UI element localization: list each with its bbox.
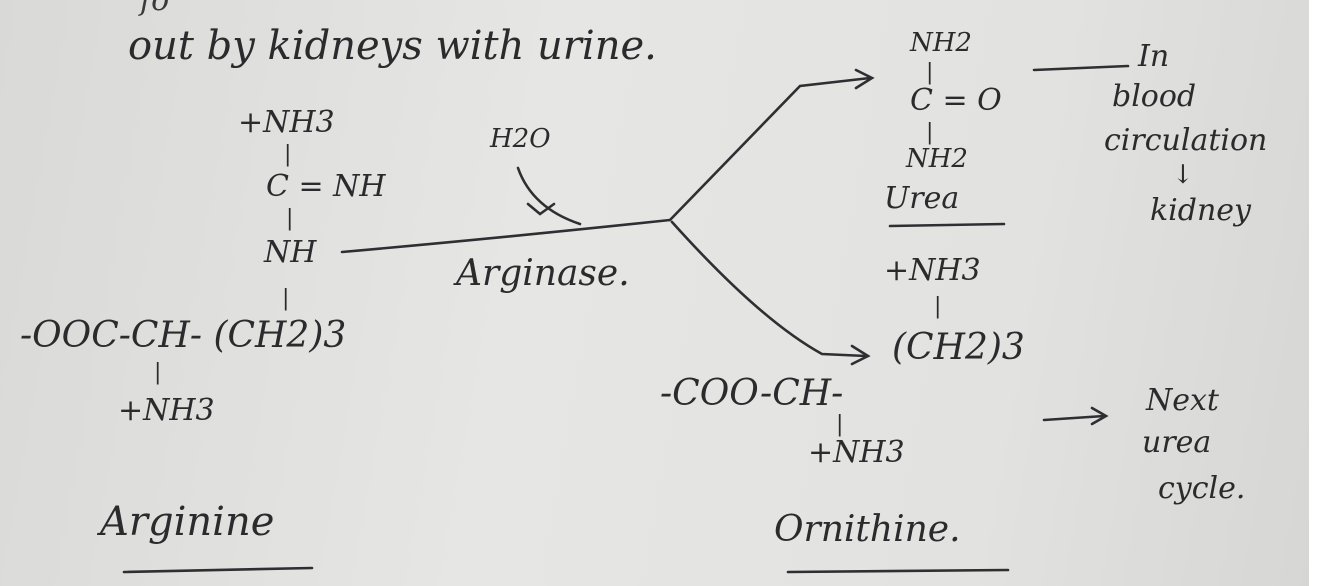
urea-bond: | <box>926 60 934 85</box>
arginine-underline <box>122 566 314 574</box>
ornithine-note-line: Next <box>1146 383 1219 418</box>
water-input-arrow <box>516 166 582 226</box>
branch-to-ornithine <box>670 220 868 358</box>
ornithine-note-line: urea <box>1142 425 1212 460</box>
ornithine-methylene-chain: (CH2)3 <box>892 327 1025 368</box>
water-arrowhead-icon <box>526 202 556 216</box>
ornithine-backbone: -COO-CH- <box>660 373 844 414</box>
reaction-main-line <box>340 218 672 254</box>
arginase-enzyme-label: Arginase. <box>456 253 630 294</box>
down-arrow-icon: ↓ <box>1172 160 1194 190</box>
ornithine-arrowhead-icon <box>850 344 871 366</box>
arginine-bottom-amino: +NH3 <box>118 393 215 428</box>
ornithine-to-note-arrow <box>1042 414 1106 422</box>
urea-carbonyl: C = O <box>910 83 1002 118</box>
urea-note-line: In <box>1138 39 1170 74</box>
urea-note-destination: kidney <box>1150 193 1252 228</box>
urea-nh2-top: NH2 <box>910 28 972 58</box>
ornithine-bottom-amino: +NH3 <box>808 435 905 470</box>
arginine-backbone: -OOC-CH- (CH2)3 <box>20 315 347 356</box>
ornithine-bond: | <box>836 412 844 437</box>
ornithine-label: Ornithine. <box>774 509 961 550</box>
ornithine-underline <box>786 568 1010 574</box>
ornithine-bond: | <box>934 294 942 319</box>
urea-arrowhead-icon <box>854 68 875 90</box>
urea-underline <box>888 222 1006 228</box>
urea-label: Urea <box>884 181 960 216</box>
arginine-label: Arginine <box>100 499 275 545</box>
note-arrowhead-icon <box>1090 406 1109 426</box>
urea-note-line: blood <box>1112 79 1197 114</box>
arginine-top-amino: +NH3 <box>238 105 335 140</box>
urea-note-line: circulation <box>1104 123 1268 158</box>
header-top-fragment: fo <box>140 0 170 18</box>
ornithine-top-amino: +NH3 <box>884 253 981 288</box>
water-reagent: H2O <box>490 124 551 154</box>
arginine-bond: | <box>284 142 292 167</box>
urea-to-note-line <box>1032 64 1130 72</box>
urea-bond: | <box>926 120 934 145</box>
urea-nh2-bottom: NH2 <box>906 144 968 174</box>
arginine-nh-group: NH <box>264 235 317 270</box>
arginine-imino-group: C = NH <box>266 169 386 204</box>
arginine-bond: | <box>154 360 162 385</box>
branch-to-urea <box>668 76 872 222</box>
arginine-bond: | <box>286 206 294 231</box>
ornithine-note-line: cycle. <box>1158 471 1246 506</box>
arginine-bond: | <box>282 286 290 311</box>
header-line: out by kidneys with urine. <box>128 23 657 69</box>
